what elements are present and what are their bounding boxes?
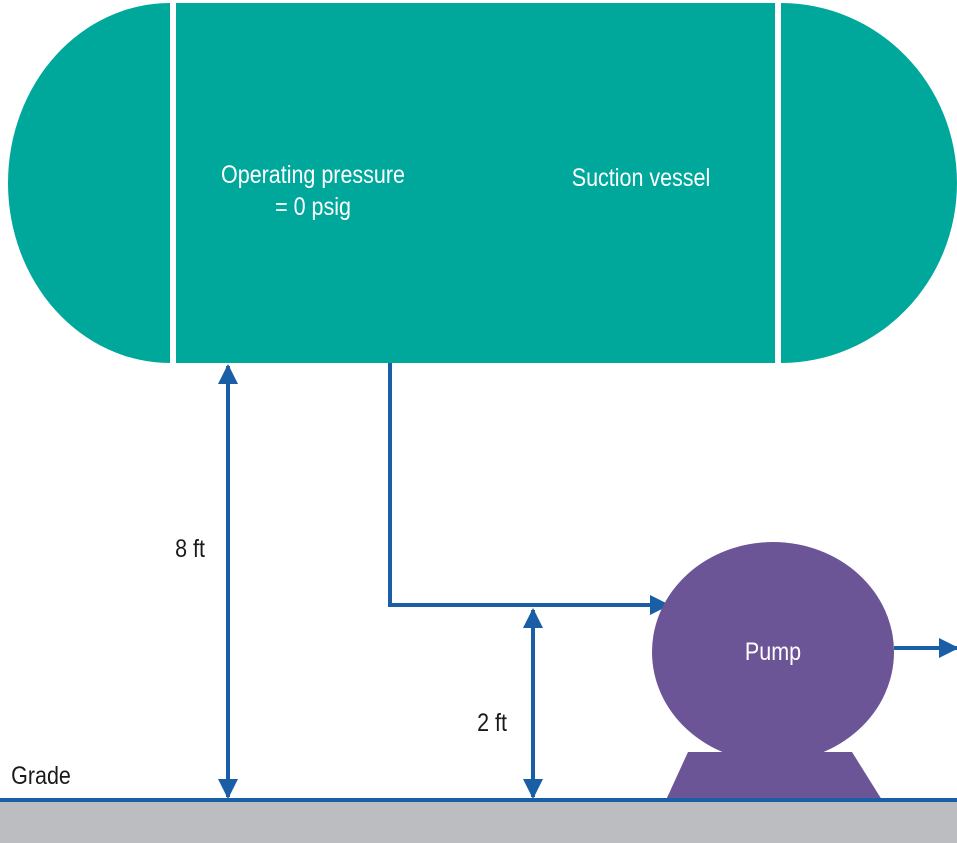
vessel-head-right [781, 3, 957, 363]
vessel-body [176, 3, 775, 363]
vessel-head-left [8, 3, 170, 363]
suction-vessel-label: Suction vessel [572, 163, 711, 191]
suction-vessel: Operating pressure = 0 psig Suction vess… [8, 3, 957, 363]
pump-label: Pump [745, 637, 801, 665]
vessel-elevation-label: 8 ft [175, 534, 205, 562]
pump: Pump [652, 542, 894, 800]
ground [0, 802, 957, 843]
pump-base [666, 752, 882, 800]
suction-pipe [388, 363, 670, 615]
pump-casing [652, 542, 894, 762]
grade-label: Grade [11, 761, 71, 789]
pump-suction-elevation-label: 2 ft [477, 708, 507, 736]
operating-pressure-value: = 0 psig [275, 192, 351, 220]
operating-pressure-label: Operating pressure [221, 160, 405, 188]
